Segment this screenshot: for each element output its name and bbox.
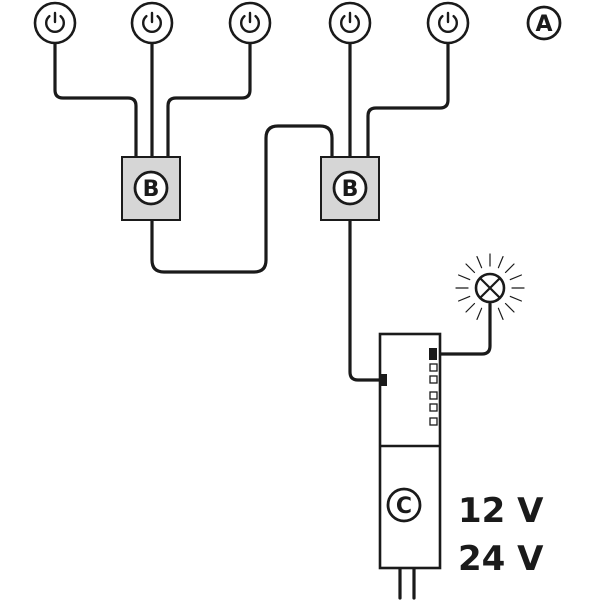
label-b-left-text: B xyxy=(143,177,160,202)
power-icon[interactable] xyxy=(228,1,272,45)
driver-output-slots xyxy=(429,363,438,426)
wire-b-right-to-driver xyxy=(348,218,382,382)
distributor-b-left: B xyxy=(121,156,181,221)
wire-driver-to-lamp xyxy=(430,302,492,356)
label-a-badge: A xyxy=(526,5,562,41)
voltage-24v: 24 V xyxy=(458,539,544,579)
label-b-right-text: B xyxy=(342,177,359,202)
wire-switch3-to-b-left xyxy=(166,42,252,160)
label-a-text: A xyxy=(535,12,552,37)
wire-switch5-to-b-right xyxy=(366,42,450,160)
label-c-text: C xyxy=(396,494,412,519)
voltage-12v: 12 V xyxy=(458,491,544,531)
wire-switch1-to-b-left xyxy=(53,42,138,160)
power-icon[interactable] xyxy=(130,1,174,45)
driver-output-port xyxy=(429,348,437,360)
wire-b-left-to-b-right xyxy=(150,124,334,274)
driver-c: C xyxy=(378,332,442,570)
power-icon[interactable] xyxy=(33,1,77,45)
distributor-b-right: B xyxy=(320,156,380,221)
lamp-icon xyxy=(455,253,525,323)
power-icon[interactable] xyxy=(328,1,372,45)
power-icon[interactable] xyxy=(426,1,470,45)
driver-input-port xyxy=(379,374,387,386)
